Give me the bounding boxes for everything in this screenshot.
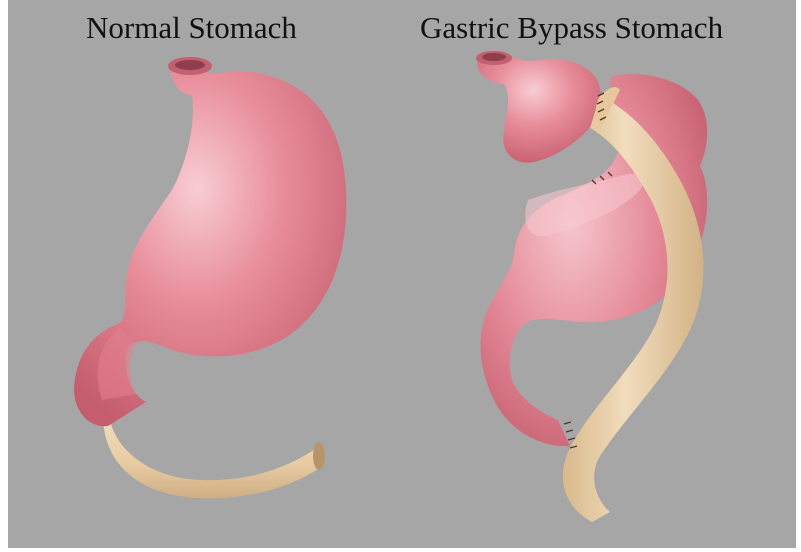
intestine-opening [313, 442, 325, 470]
normal-stomach-illustration [74, 57, 346, 498]
bypass-pouch [477, 51, 601, 162]
bypass-stomach-illustration [476, 51, 707, 522]
normal-intestine [103, 410, 320, 498]
